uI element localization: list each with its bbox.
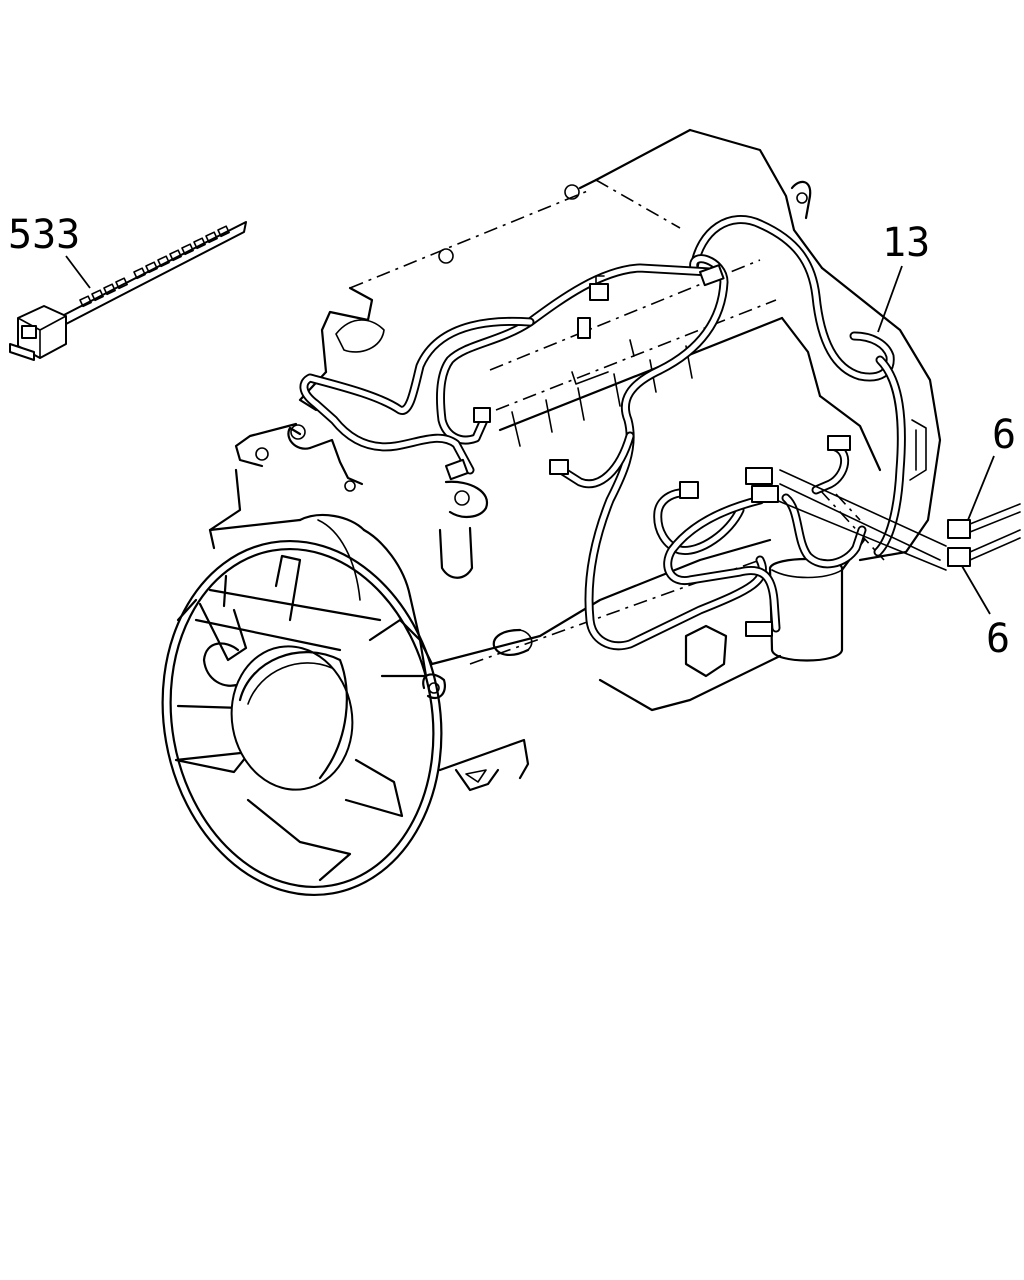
callout-connector-upper: 6 — [992, 412, 1016, 458]
harness-connectors — [445, 264, 1021, 637]
cable-tie-illustration — [9, 221, 247, 361]
engine-block — [208, 128, 942, 792]
cooling-fan — [161, 539, 443, 897]
wiring-harness — [299, 215, 947, 651]
leader-lines — [65, 255, 995, 615]
callout-cable-tie: 533 — [8, 212, 80, 258]
callout-connector-lower: 6 — [986, 616, 1010, 662]
callout-wiring-harness: 13 — [882, 220, 930, 266]
